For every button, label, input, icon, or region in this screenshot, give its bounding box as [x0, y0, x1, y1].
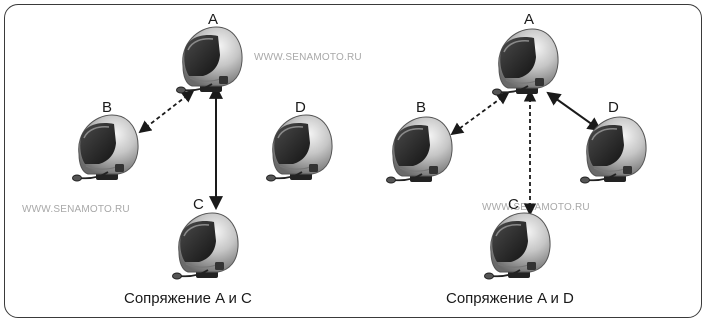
panel-left: A B C D Сопряжение A и C [71, 11, 333, 307]
panel-right: A B C D Сопряжение A и D [385, 11, 647, 307]
helmet-a-icon [175, 26, 243, 94]
watermark-text: WWW.SENAMOTO.RU [254, 52, 362, 63]
helmet-a-icon [491, 28, 559, 96]
node-label-d: D [608, 99, 619, 116]
helmet-d-icon [265, 114, 333, 182]
node-label-d: D [295, 99, 306, 116]
link-a-b [450, 91, 510, 136]
panel-caption: Сопряжение A и C [124, 290, 252, 307]
node-label-c: C [193, 196, 204, 213]
node-label-a: A [524, 11, 534, 28]
helmet-c-icon [171, 212, 239, 280]
helmet-d-icon [579, 116, 647, 184]
panel-caption: Сопряжение A и D [446, 290, 574, 307]
helmet-b-icon [71, 114, 139, 182]
helmet-b-icon [385, 116, 453, 184]
node-label-b: B [102, 99, 112, 116]
link-a-b [138, 89, 195, 134]
node-label-c: C [508, 196, 519, 213]
node-label-b: B [416, 99, 426, 116]
watermark-text: WWW.SENAMOTO.RU [22, 204, 130, 215]
link-a-d [546, 91, 602, 132]
watermark-text: WWW.SENAMOTO.RU [482, 202, 590, 213]
helmet-c-icon [483, 212, 551, 280]
node-label-a: A [208, 11, 218, 28]
